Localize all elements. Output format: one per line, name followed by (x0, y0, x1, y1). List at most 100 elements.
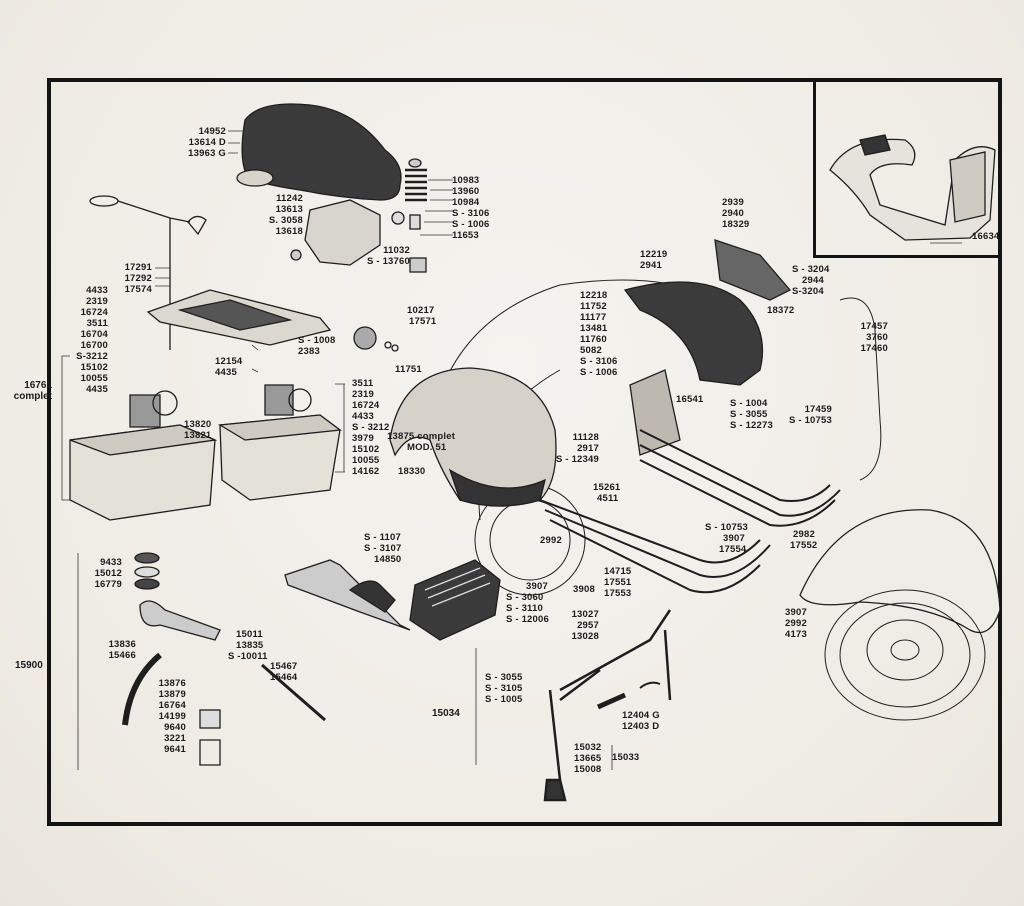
stand-nut-labels: S - 3055 S - 3105 S - 1005 (485, 672, 523, 705)
floor-rails-drawing (539, 429, 841, 594)
hinge-labels: 2939 2940 18329 (722, 197, 749, 230)
model-caption: MOD. 51 (407, 442, 447, 453)
part-number: 2992 (540, 535, 562, 546)
part-number: 11242 (276, 193, 303, 204)
part-number: 10984 (452, 197, 480, 208)
part-number: S-3212 (76, 351, 108, 362)
part-number: 14162 (352, 466, 380, 477)
part-number: 2944 (802, 275, 824, 286)
part-number: 3760 (866, 332, 888, 343)
part-number: 12404 G (622, 710, 660, 721)
part-number: 2383 (298, 346, 320, 357)
toolbox-drawing (284, 559, 501, 641)
part-number: S - 1107 (364, 532, 401, 543)
part-number: 4173 (785, 629, 807, 640)
part-number: 11032 (383, 245, 410, 256)
tap-bowl-labels: 13876 13879 16764 14199 9640 3221 9641 (140, 678, 186, 755)
part-number: 3221 (164, 733, 186, 744)
part-number: 18330 (398, 466, 426, 477)
part-number: 18372 (767, 305, 795, 316)
part-number: S - 3106 (580, 356, 618, 367)
part-number: 4435 (86, 384, 108, 395)
part-number: 16541 (676, 394, 704, 405)
part-number: 13614 D (188, 137, 226, 148)
seat-drawing (236, 103, 402, 201)
part-number: S - 13760 (367, 256, 410, 267)
leader-lines (61, 130, 962, 770)
part-number: 16779 (94, 579, 122, 590)
rail-mid-labels: S - 10753 3907 17554 (705, 522, 748, 555)
part-number: 2957 (577, 620, 599, 631)
part-number: S - 3110 (506, 603, 543, 614)
inset-part-number: 16634 (972, 231, 1000, 242)
part-number: 17459 (804, 404, 832, 415)
part-number: S - 3060 (506, 592, 544, 603)
left-cowl-group: 13875 complet MOD. 51 (387, 431, 455, 453)
part-number: 2319 (86, 296, 108, 307)
stand-drawing (543, 609, 672, 802)
rack-fastener-labels: S - 1008 2383 (298, 335, 336, 357)
part-number: 17457 (860, 321, 888, 332)
part-number: 11752 (580, 301, 607, 312)
rail-set-labels: 14715 17551 17553 (604, 566, 631, 599)
part-number: 17554 (719, 544, 747, 555)
part-number: 9641 (164, 744, 186, 755)
part-number: 10983 (452, 175, 480, 186)
part-number: S - 1005 (485, 694, 523, 705)
rail-end-labels: 2982 17552 (790, 529, 817, 551)
part-number: 4511 (597, 493, 619, 504)
cowl-bolt-labels: 11128 2917 S - 12349 (555, 432, 599, 465)
part-number: 14850 (374, 554, 402, 565)
part-number: 2939 (722, 197, 744, 208)
rail-front-labels: 15261 4511 (593, 482, 620, 504)
seat-bolt-labels: 11032 S - 13760 (340, 245, 410, 267)
inset-body-shell (829, 134, 996, 241)
part-number: 13665 (574, 753, 602, 764)
shield-bolt-labels: S - 1004 S - 3055 S - 12273 (730, 398, 773, 431)
part-number: 17553 (604, 588, 632, 599)
part-number: 13028 (571, 631, 599, 642)
stand-foot-labels: 15032 13665 15008 (574, 742, 601, 775)
diagram-frame (47, 78, 1002, 826)
part-number: 13481 (580, 323, 608, 334)
part-number: 2982 (793, 529, 815, 540)
part-number: 11128 (572, 432, 599, 443)
part-number: S - 1008 (298, 335, 336, 346)
tank-complete-group: 16761 complet (4, 380, 52, 402)
part-number: 3907 (723, 533, 745, 544)
part-number: 15008 (574, 764, 602, 775)
cap-labels: 10217 17571 (407, 305, 436, 327)
part-number: 18329 (722, 219, 750, 230)
part-number: S - 1004 (730, 398, 768, 409)
tap-top-labels: 9433 15012 16779 (76, 557, 122, 590)
part-number: 3511 (352, 378, 374, 389)
filler-cap-drawing (353, 326, 399, 352)
part-number: 15102 (352, 444, 380, 455)
tank-right-labels: 3511 2319 16724 4433 S - 3212 3979 15102… (352, 378, 390, 477)
front-wheel-drawing (824, 589, 986, 721)
toolbox-fastener-labels: 3907 S - 3060 S - 3110 S - 12006 (506, 581, 549, 625)
part-number: 10055 (80, 373, 108, 384)
seat-bracket-drawing (290, 199, 405, 266)
part-number: 2917 (577, 443, 599, 454)
group-number: 16761 (24, 380, 52, 391)
part-number: 10217 (407, 305, 435, 316)
part-number: 13836 (108, 639, 136, 650)
rail-end-right-labels: 3907 2992 4173 (785, 607, 807, 640)
part-number: S-3204 (792, 286, 824, 297)
hinge-pin-labels: 12219 2941 (640, 249, 667, 271)
part-number: 12219 (640, 249, 668, 260)
group-caption: complet (13, 391, 52, 402)
part-number: 12218 (580, 290, 608, 301)
part-number: 3979 (352, 433, 374, 444)
part-number: 2940 (722, 208, 744, 219)
part-number: 9433 (100, 557, 122, 568)
part-number: 17551 (604, 577, 632, 588)
part-number: 17552 (790, 540, 818, 551)
part-number: 13960 (452, 186, 480, 197)
fuel-tank-left (69, 390, 218, 521)
part-number: S. 3058 (268, 215, 303, 226)
fuel-tank-right (217, 384, 342, 501)
